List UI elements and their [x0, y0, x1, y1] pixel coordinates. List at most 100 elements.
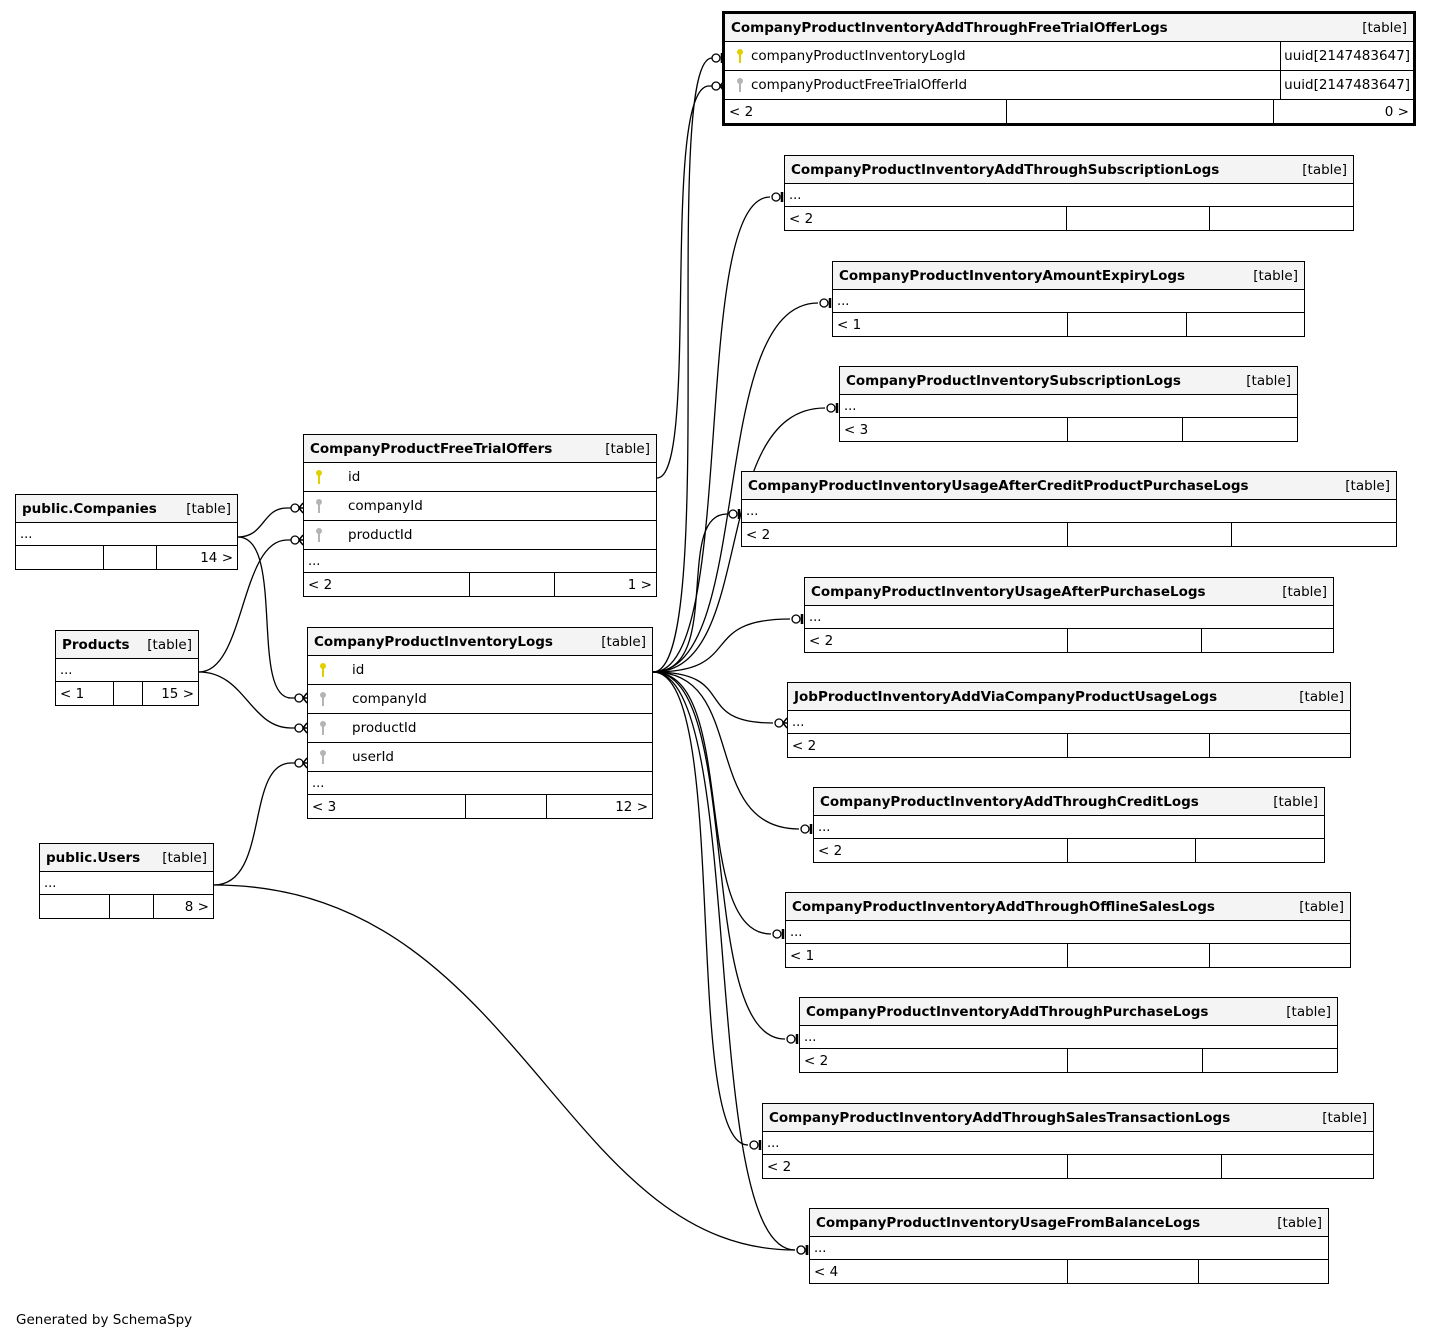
optional-circle-marker [711, 53, 721, 63]
children-count[interactable] [1210, 207, 1353, 230]
parents-count[interactable] [40, 895, 110, 918]
table-name[interactable]: CompanyProductInventoryAmountExpiryLogs [839, 267, 1186, 284]
children-count[interactable] [1203, 1049, 1337, 1072]
children-count[interactable] [1222, 1155, 1373, 1178]
children-count[interactable] [1210, 734, 1350, 757]
more-columns: ... [800, 1026, 1337, 1049]
parents-count[interactable]: < 2 [788, 734, 1068, 757]
footer-middle [1068, 944, 1210, 967]
edge-products-invlogs [198, 671, 308, 734]
children-count[interactable] [1202, 629, 1333, 652]
table-CompanyProductInventoryAddThroughSalesTransactionLogs[interactable]: CompanyProductInventoryAddThroughSalesTr… [762, 1103, 1374, 1179]
column-row[interactable]: companyId [304, 492, 656, 521]
parents-count[interactable]: < 2 [785, 207, 1067, 230]
table-CompanyProductInventoryAddThroughOfflineSalesLogs[interactable]: CompanyProductInventoryAddThroughOffline… [785, 892, 1351, 968]
table-JobProductInventoryAddViaCompanyProductUsageLogs[interactable]: JobProductInventoryAddViaCompanyProductU… [787, 682, 1351, 758]
table-CompanyProductInventoryUsageAfterCreditProductPurchaseLogs[interactable]: CompanyProductInventoryUsageAfterCreditP… [741, 471, 1397, 547]
more-columns: ... [810, 1237, 1328, 1260]
table-CompanyProductInventoryAddThroughCreditLogs[interactable]: CompanyProductInventoryAddThroughCreditL… [813, 787, 1325, 863]
table-Products[interactable]: Products [table] ... < 1 15 > [55, 630, 199, 706]
table-public-Companies[interactable]: public.Companies [table] ... 14 > [15, 494, 238, 570]
table-name[interactable]: public.Users [46, 849, 141, 866]
table-name[interactable]: CompanyProductInventoryAddThroughCreditL… [820, 793, 1199, 810]
column-row[interactable]: productId [304, 521, 656, 550]
table-name[interactable]: CompanyProductInventoryUsageAfterPurchas… [811, 583, 1206, 600]
table-CompanyProductInventoryAddThroughSubscriptionLogs[interactable]: CompanyProductInventoryAddThroughSubscri… [784, 155, 1354, 231]
parents-count[interactable]: < 4 [810, 1260, 1068, 1283]
table-CompanyProductFreeTrialOffers[interactable]: CompanyProductFreeTrialOffers [table] id… [303, 434, 657, 597]
table-CompanyProductInventoryAddThroughFreeTrialOfferLogs[interactable]: CompanyProductInventoryAddThroughFreeTri… [722, 11, 1416, 126]
table-CompanyProductInventoryLogs[interactable]: CompanyProductInventoryLogs [table] id c… [307, 627, 653, 819]
children-count[interactable]: 1 > [627, 576, 652, 593]
parents-count[interactable]: < 2 [304, 573, 470, 596]
children-count[interactable]: 8 > [184, 898, 209, 915]
parents-count[interactable]: < 3 [308, 795, 466, 818]
table-name[interactable]: CompanyProductInventoryAddThroughSubscri… [791, 161, 1220, 178]
column-row[interactable]: companyProductFreeTrialOfferId uuid[2147… [725, 71, 1413, 100]
parents-count[interactable]: < 2 [814, 839, 1068, 862]
parents-count[interactable] [16, 546, 104, 569]
edge-companies-freetrial [237, 502, 304, 538]
column-row[interactable]: companyProductInventoryLogId uuid[214748… [725, 42, 1413, 71]
table-CompanyProductInventoryAmountExpiryLogs[interactable]: CompanyProductInventoryAmountExpiryLogs [… [832, 261, 1305, 337]
column-name: productId [352, 720, 417, 736]
children-count[interactable]: 14 > [200, 549, 233, 566]
table-public-Users[interactable]: public.Users [table] ... 8 > [39, 843, 214, 919]
column-row[interactable]: userId [308, 743, 652, 772]
table-name[interactable]: JobProductInventoryAddViaCompanyProductU… [794, 688, 1218, 705]
parents-count[interactable]: < 2 [725, 100, 1007, 123]
table-name[interactable]: CompanyProductInventorySubscriptionLogs [846, 372, 1181, 389]
table-name[interactable]: CompanyProductInventoryAddThroughSalesTr… [769, 1109, 1231, 1126]
optional-circle-marker [796, 1245, 806, 1255]
column-row[interactable]: id [308, 656, 652, 685]
table-name[interactable]: CompanyProductInventoryLogs [314, 633, 553, 650]
children-count[interactable]: 12 > [615, 798, 648, 815]
parents-count[interactable]: < 2 [800, 1049, 1068, 1072]
table-header: CompanyProductFreeTrialOffers [table] [304, 435, 656, 463]
footer-middle [1007, 100, 1274, 123]
children-count[interactable] [1196, 839, 1324, 862]
children-count[interactable] [1183, 418, 1297, 441]
primary-key-icon [308, 469, 330, 485]
table-header: public.Users [table] [40, 844, 213, 872]
table-CompanyProductInventorySubscriptionLogs[interactable]: CompanyProductInventorySubscriptionLogs[… [839, 366, 1298, 442]
children-count[interactable] [1199, 1260, 1328, 1283]
table-name[interactable]: CompanyProductInventoryUsageFromBalanceL… [816, 1214, 1201, 1231]
table-name[interactable]: Products [62, 636, 130, 653]
table-kind: [table] [601, 633, 646, 650]
table-name[interactable]: CompanyProductInventoryAddThroughFreeTri… [731, 19, 1168, 36]
children-count[interactable] [1187, 313, 1304, 336]
column-row[interactable]: id [304, 463, 656, 492]
footer-middle [1068, 523, 1232, 546]
table-header: public.Companies [table] [16, 495, 237, 523]
footer-middle [1068, 734, 1210, 757]
parents-count[interactable]: < 2 [805, 629, 1068, 652]
table-kind: [table] [1253, 267, 1298, 284]
children-count[interactable]: 0 > [1384, 103, 1409, 120]
parents-count[interactable]: < 2 [742, 523, 1068, 546]
table-footer: < 2 [788, 734, 1350, 757]
parents-count[interactable]: < 1 [833, 313, 1068, 336]
table-CompanyProductInventoryUsageAfterPurchaseLogs[interactable]: CompanyProductInventoryUsageAfterPurchas… [804, 577, 1334, 653]
table-name[interactable]: CompanyProductInventoryAddThroughPurchas… [806, 1003, 1209, 1020]
children-count[interactable] [1232, 523, 1396, 546]
footer-middle [114, 682, 143, 705]
column-name: productId [348, 527, 413, 543]
optional-circle-marker [826, 403, 836, 413]
table-name[interactable]: CompanyProductInventoryUsageAfterCreditP… [748, 477, 1249, 494]
table-footer: 8 > [40, 895, 213, 918]
column-row[interactable]: productId [308, 714, 652, 743]
table-header: CompanyProductInventoryAddThroughFreeTri… [725, 14, 1413, 42]
table-name[interactable]: CompanyProductFreeTrialOffers [310, 440, 553, 457]
children-count[interactable] [1210, 944, 1350, 967]
parents-count[interactable]: < 2 [763, 1155, 1068, 1178]
table-name[interactable]: public.Companies [22, 500, 157, 517]
children-count[interactable]: 15 > [161, 685, 194, 702]
parents-count[interactable]: < 1 [786, 944, 1068, 967]
table-CompanyProductInventoryUsageFromBalanceLogs[interactable]: CompanyProductInventoryUsageFromBalanceL… [809, 1208, 1329, 1284]
table-CompanyProductInventoryAddThroughPurchaseLogs[interactable]: CompanyProductInventoryAddThroughPurchas… [799, 997, 1338, 1073]
parents-count[interactable]: < 1 [56, 682, 114, 705]
table-name[interactable]: CompanyProductInventoryAddThroughOffline… [792, 898, 1215, 915]
column-row[interactable]: companyId [308, 685, 652, 714]
parents-count[interactable]: < 3 [840, 418, 1068, 441]
